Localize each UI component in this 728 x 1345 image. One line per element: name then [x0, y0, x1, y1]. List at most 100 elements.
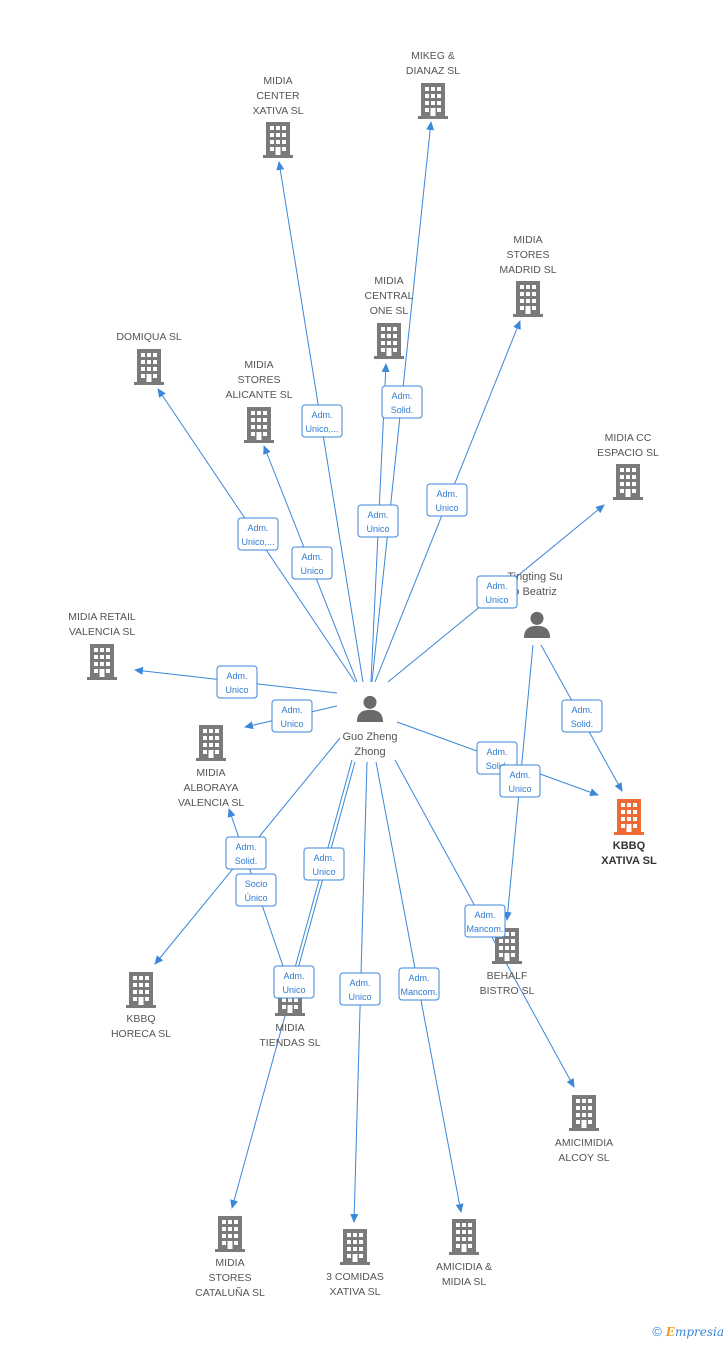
svg-text:Adm.: Adm.	[311, 410, 332, 420]
building-icon	[244, 407, 274, 443]
svg-text:Adm.: Adm.	[281, 705, 302, 715]
company-node-kbbq_horeca[interactable]: KBBQ HORECA SL	[111, 972, 171, 1040]
company-name: CATALUÑA SL	[195, 1286, 265, 1299]
person-icon	[523, 611, 551, 638]
empresia-logo: Empresia	[665, 1324, 724, 1339]
relation-label-behalf[interactable]: Adm. Unico	[499, 764, 541, 798]
relation-label-kbbq_xativa[interactable]: Adm.Solid.	[561, 699, 603, 733]
building-icon	[614, 799, 644, 835]
svg-text:Unico: Unico	[485, 595, 508, 605]
company-name: AMICIDIA &	[436, 1261, 492, 1273]
company-node-tiendas[interactable]: MIDIA TIENDAS SL	[259, 980, 321, 1049]
svg-text:Adm.: Adm.	[509, 770, 530, 780]
relation-label-stores_madrid[interactable]: Adm. Unico	[426, 483, 468, 517]
relation-labels: Adm.Unico,...Adm.Solid.Adm.UnicoAdm.Unic…	[216, 385, 603, 1006]
company-node-amicidia[interactable]: AMICIDIA & MIDIA SL	[436, 1219, 492, 1288]
relation-label-tiendas[interactable]: Adm.Unico	[303, 847, 345, 881]
svg-text:Adm.: Adm.	[391, 391, 412, 401]
company-name: XATIVA SL	[253, 105, 304, 117]
svg-text:Adm.: Adm.	[235, 842, 256, 852]
company-name: MIDIA	[263, 75, 292, 87]
building-icon	[134, 349, 164, 385]
building-icon	[196, 725, 226, 761]
svg-text:Adm.: Adm.	[408, 973, 429, 983]
relation-label-comidas[interactable]: Adm.Unico	[339, 972, 381, 1006]
relation-label-stores_cataluna[interactable]: Adm.Unico	[273, 965, 315, 999]
company-name: MIDIA SL	[442, 1276, 487, 1288]
svg-text:Adm.: Adm.	[301, 552, 322, 562]
svg-text:Adm.: Adm.	[226, 671, 247, 681]
svg-text:Unico: Unico	[348, 992, 371, 1002]
relation-label-mikeg[interactable]: Adm.Solid.	[381, 385, 423, 419]
company-name: KBBQ	[613, 840, 646, 852]
company-name: BISTRO SL	[480, 985, 535, 997]
company-name: MIDIA	[275, 1022, 304, 1034]
company-name: XATIVA SL	[601, 855, 657, 867]
company-name: MIDIA CC	[605, 432, 652, 444]
svg-text:Socio: Socio	[245, 879, 268, 889]
relation-label-alboraya[interactable]: Adm. Unico	[271, 699, 313, 733]
building-icon	[340, 1229, 370, 1265]
company-name: KBBQ	[126, 1013, 155, 1025]
company-name: HORECA SL	[111, 1028, 171, 1040]
relation-label-stores_alicante[interactable]: Adm.Unico	[291, 546, 333, 580]
copyright-icon: ©	[652, 1324, 662, 1339]
relation-label-amicidia[interactable]: Adm. Mancom.	[398, 967, 440, 1001]
company-name: VALENCIA SL	[69, 626, 135, 638]
relation-edges	[134, 121, 623, 1223]
relation-label-kbbq_horeca[interactable]: Adm.Solid.	[225, 836, 267, 870]
company-node-behalf[interactable]: BEHALF BISTRO SL	[480, 928, 535, 997]
company-node-domiqua[interactable]: DOMIQUA SL	[116, 331, 182, 385]
relation-label-amicimidia[interactable]: Adm. Mancom.	[464, 904, 506, 938]
relation-label-cc_espacio[interactable]: Adm. Unico	[476, 575, 518, 609]
company-name: ONE SL	[370, 305, 409, 317]
relation-label-retail_valencia[interactable]: Adm.Unico	[216, 665, 258, 699]
person-name: o Beatriz	[513, 586, 556, 598]
svg-text:Adm.: Adm.	[367, 510, 388, 520]
company-node-stores_madrid[interactable]: MIDIA STORES MADRID SL	[499, 234, 557, 317]
relation-label-domiqua[interactable]: Adm.Unico,...	[237, 517, 279, 551]
company-name: DIANAZ SL	[406, 65, 460, 77]
person-name: Guo Zheng	[342, 731, 397, 743]
relation-label-midia_center[interactable]: Adm.Unico,...	[301, 404, 343, 438]
person-name: Zhong	[354, 746, 385, 758]
company-name: MADRID SL	[499, 264, 556, 276]
svg-text:Adm.: Adm.	[474, 910, 495, 920]
company-name: BEHALF	[487, 970, 528, 982]
svg-text:Unico: Unico	[435, 503, 458, 513]
company-name: STORES	[507, 249, 550, 261]
building-icon	[263, 122, 293, 158]
company-name: DOMIQUA SL	[116, 331, 182, 343]
person-node-tingting[interactable]: Tingting Suo Beatriz	[507, 571, 563, 638]
svg-text:Adm.: Adm.	[571, 705, 592, 715]
company-name: TIENDAS SL	[259, 1037, 320, 1049]
svg-text:Adm.: Adm.	[436, 489, 457, 499]
company-node-kbbq_xativa[interactable]: KBBQ XATIVA SL	[601, 799, 657, 867]
svg-text:Adm.: Adm.	[486, 581, 507, 591]
svg-text:Unico: Unico	[282, 985, 305, 995]
company-name: 3 COMIDAS	[326, 1271, 384, 1283]
svg-text:Unico: Unico	[508, 784, 531, 794]
company-name: AMICIMIDIA	[555, 1137, 613, 1149]
company-node-mikeg[interactable]: MIKEG & DIANAZ SL	[406, 50, 460, 119]
svg-text:Mancom.: Mancom.	[466, 924, 503, 934]
company-name: MIDIA	[513, 234, 542, 246]
company-name: MIKEG &	[411, 50, 455, 62]
svg-text:Unico: Unico	[280, 719, 303, 729]
relation-label-central_one[interactable]: Adm.Unico	[357, 504, 399, 538]
svg-text:Mancom.: Mancom.	[400, 987, 437, 997]
person-icon	[356, 695, 384, 722]
